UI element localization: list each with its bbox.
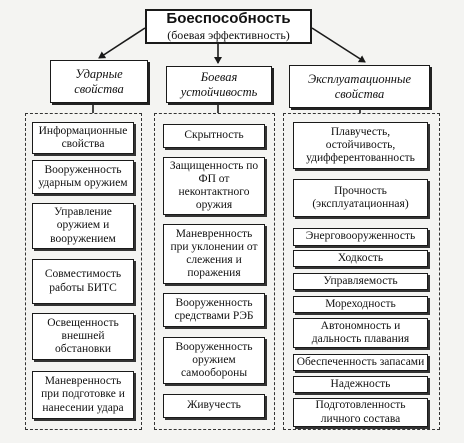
item-situation-awareness: Освещенность внешней обстановки	[32, 313, 134, 360]
item-strike-weapons: Вооруженность ударным оружием	[32, 160, 134, 194]
item-survivability: Живучесть	[163, 394, 265, 418]
root-node: Боеспособность (боевая эффективность)	[145, 9, 312, 44]
item-self-defense-weapons: Вооруженность оружием самообороны	[163, 337, 265, 384]
item-information-properties: Информационные свойства	[32, 122, 134, 154]
item-power-supply: Энерговооруженность	[293, 228, 428, 246]
item-speed: Ходкость	[293, 250, 428, 267]
item-autonomy-range: Автономность и дальность плавания	[293, 318, 428, 348]
column-1-group	[25, 113, 142, 430]
item-physical-field-protection: Защищенность по ФП от неконтактного оруж…	[163, 157, 265, 215]
item-seaworthiness: Мореходность	[293, 296, 428, 313]
category-operational-properties: Эксплуатационные свойства	[289, 65, 430, 108]
item-bits-compatibility: Совместимость работы БИТС	[32, 259, 134, 304]
item-operational-strength: Прочность (эксплуатационная)	[293, 179, 428, 217]
arrow-to-column-3	[311, 27, 366, 63]
item-reliability: Надежность	[293, 376, 428, 393]
item-crew-training: Подготовленность личного состава	[293, 398, 428, 427]
item-weapon-control: Управление оружием и вооружением	[32, 203, 134, 249]
item-supplies: Обеспеченность запасами	[293, 354, 428, 371]
root-subtitle: (боевая эффективность)	[167, 27, 290, 42]
item-strike-maneuverability: Маневренность при подготовке и нанесении…	[32, 371, 134, 419]
item-evasion-maneuverability: Маневренность при уклонении от слежения …	[163, 224, 265, 284]
column-2-group	[154, 113, 275, 430]
item-controllability: Управляемость	[293, 273, 428, 290]
root-title: Боеспособность	[166, 10, 291, 28]
arrow-to-column-1	[98, 27, 146, 59]
item-stealth: Скрытность	[163, 124, 265, 148]
column-3-group	[283, 113, 440, 430]
category-combat-stability: Боевая устойчивость	[166, 66, 272, 103]
item-ew-equipment: Вооруженность средствами РЭБ	[163, 293, 265, 327]
item-buoyancy-stability-trim: Плавучесть, остойчивость, удифферентован…	[293, 122, 428, 169]
category-strike-properties: Ударные свойства	[50, 60, 148, 103]
